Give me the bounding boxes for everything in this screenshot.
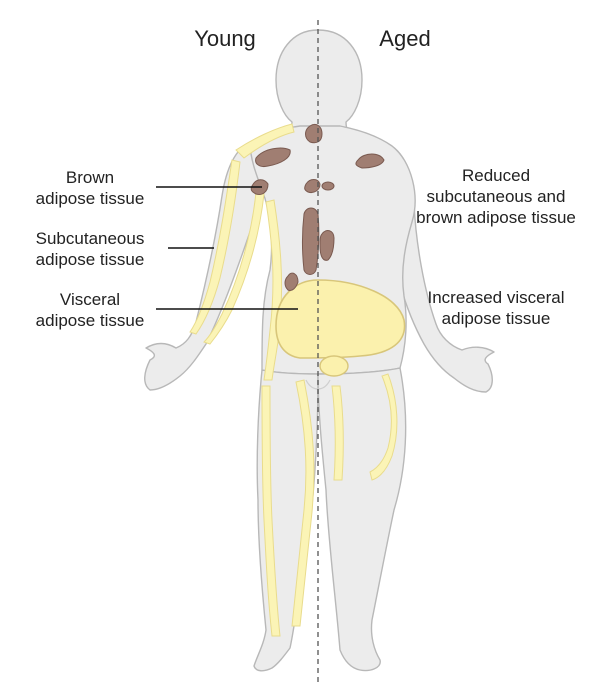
brown-fat-paravertebral: [303, 208, 319, 275]
label-subcutaneous-line1: Subcutaneous: [36, 229, 145, 248]
label-brown-line2: adipose tissue: [36, 189, 145, 208]
label-increased-line2: adipose tissue: [442, 309, 551, 328]
label-subcutaneous-line2: adipose tissue: [36, 250, 145, 269]
heading-young: Young: [194, 26, 256, 51]
brown-fat-neck: [306, 124, 323, 142]
label-increased-line1: Increased visceral: [427, 288, 564, 307]
heading-aged: Aged: [379, 26, 430, 51]
head: [276, 30, 362, 140]
label-visceral-line2: adipose tissue: [36, 311, 145, 330]
label-reduced-line2: subcutaneous and: [427, 187, 566, 206]
visceral-fat-lower: [320, 356, 348, 376]
label-reduced-line1: Reduced: [462, 166, 530, 185]
label-reduced-line3: brown adipose tissue: [416, 208, 576, 227]
label-visceral-line1: Visceral: [60, 290, 120, 309]
brown-fat-sternal-2: [322, 182, 334, 190]
label-brown-line1: Brown: [66, 168, 114, 187]
